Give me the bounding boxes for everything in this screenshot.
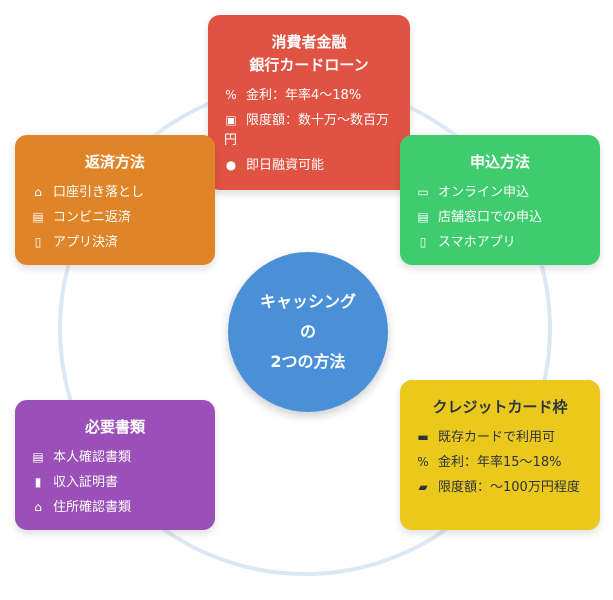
list-item: ●即日融資可能 [224, 155, 394, 176]
id-card-icon: ▤ [32, 450, 44, 464]
card-title: 消費者金融銀行カードローン [249, 33, 369, 74]
list-item: ▤本人確認書類 [31, 447, 199, 468]
list-item: ▯アプリ決済 [31, 232, 199, 253]
card-title: クレジットカード枠 [432, 398, 568, 416]
card-title: 必要書類 [84, 418, 145, 436]
store-icon: ▤ [417, 210, 429, 224]
money-icon: ▣ [225, 113, 237, 127]
percent-icon: % [417, 455, 429, 469]
list-item: ▭オンライン申込 [416, 182, 584, 203]
center-title-line: 2つの方法 [270, 352, 346, 371]
list-item: ▣限度額：数十万〜数百万円 [224, 110, 394, 151]
center-title-line: の [299, 322, 316, 341]
list-item: %金利：年率15〜18% [416, 452, 584, 473]
list-item: ▬既存カードで利用可 [416, 427, 584, 448]
center-circle: キャッシング の 2つの方法 [228, 252, 388, 412]
list-item: ⌂口座引き落とし [31, 182, 199, 203]
list-item: ▤コンビニ返済 [31, 207, 199, 228]
card-credit-card: クレジットカード枠 ▬既存カードで利用可 %金利：年率15〜18% ▰限度額：〜… [400, 380, 600, 530]
bank-icon: ⌂ [34, 185, 42, 199]
card-repayment-method: 返済方法 ⌂口座引き落とし ▤コンビニ返済 ▯アプリ決済 [15, 135, 215, 265]
card-consumer-finance: 消費者金融銀行カードローン %金利：年率4〜18% ▣限度額：数十万〜数百万円 … [208, 15, 410, 190]
list-item: ▤店舗窓口での申込 [416, 207, 584, 228]
list-item: ▮収入証明書 [31, 472, 199, 493]
list-item: ⌂住所確認書類 [31, 497, 199, 518]
list-item: ▰限度額：〜100万円程度 [416, 477, 584, 498]
file-icon: ▮ [34, 475, 42, 489]
card-apply-method: 申込方法 ▭オンライン申込 ▤店舗窓口での申込 ▯スマホアプリ [400, 135, 600, 265]
card-title: 申込方法 [469, 153, 530, 171]
clock-icon: ● [225, 158, 237, 172]
wallet-icon: ▰ [418, 480, 428, 494]
laptop-icon: ▭ [417, 185, 429, 199]
store-icon: ▤ [32, 210, 44, 224]
card-title: 返済方法 [84, 153, 145, 171]
credit-card-icon: ▬ [417, 430, 429, 444]
phone-icon: ▯ [34, 235, 42, 249]
phone-icon: ▯ [419, 235, 427, 249]
card-required-documents: 必要書類 ▤本人確認書類 ▮収入証明書 ⌂住所確認書類 [15, 400, 215, 530]
list-item: %金利：年率4〜18% [224, 85, 394, 106]
center-title-line: キャッシング [259, 292, 356, 311]
percent-icon: % [225, 88, 237, 102]
home-icon: ⌂ [34, 500, 42, 514]
list-item: ▯スマホアプリ [416, 232, 584, 253]
